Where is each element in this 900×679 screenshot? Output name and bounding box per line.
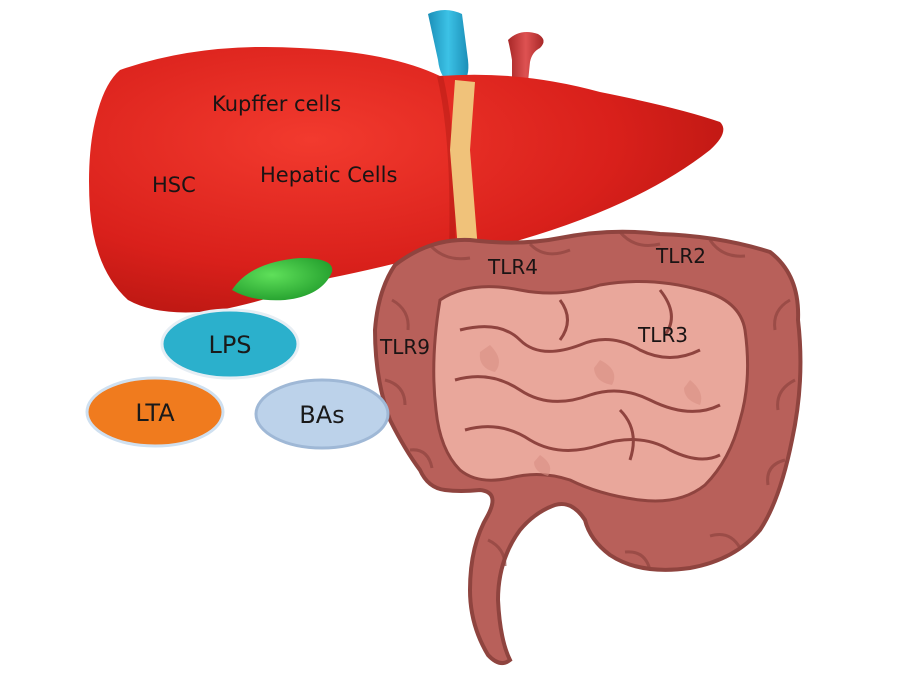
hsc-label: HSC — [152, 173, 196, 197]
lta-oval: LTA — [85, 376, 225, 448]
bas-label: BAs — [299, 401, 344, 429]
tlr4-label: TLR4 — [487, 255, 538, 279]
tlr3-label: TLR3 — [637, 323, 688, 347]
hepatic-artery — [508, 32, 544, 82]
tlr2-label: TLR2 — [655, 244, 706, 268]
small-intestine — [432, 279, 750, 503]
portal-vein — [428, 10, 469, 82]
lta-label: LTA — [135, 399, 175, 427]
kupffer-cells-label: Kupffer cells — [212, 92, 341, 116]
lps-oval: LPS — [160, 308, 300, 380]
hepatic-cells-label: Hepatic Cells — [260, 163, 397, 187]
tlr9-label: TLR9 — [379, 335, 430, 359]
bile-duct — [450, 80, 478, 250]
gallbladder — [232, 258, 333, 301]
lps-label: LPS — [208, 331, 251, 359]
bas-oval: BAs — [254, 378, 390, 450]
